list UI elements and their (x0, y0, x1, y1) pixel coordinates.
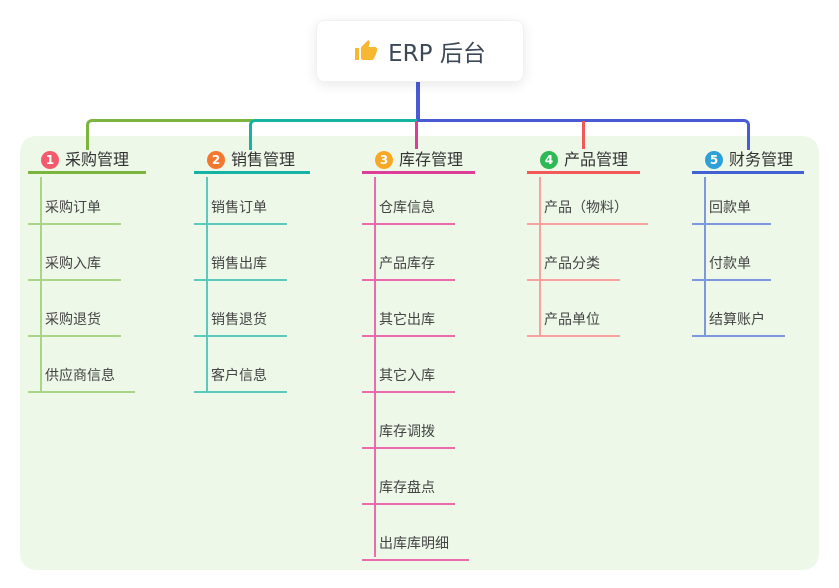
branch-node-sales[interactable]: 2 销售管理 (194, 148, 310, 174)
child-label: 供应商信息 (45, 368, 115, 384)
child-label: 其它入库 (379, 368, 435, 384)
child-label: 付款单 (709, 256, 751, 272)
child-node[interactable]: 库存盘点 (362, 477, 455, 505)
connector-elbow-sales (249, 119, 419, 150)
branch-children: 销售订单 销售出库 销售退货 客户信息 (194, 197, 310, 393)
root-node[interactable]: ERP 后台 (316, 20, 524, 82)
branch-children: 产品（物料） 产品分类 产品单位 (527, 197, 648, 337)
child-node[interactable]: 回款单 (692, 197, 771, 225)
child-label: 其它出库 (379, 312, 435, 328)
child-label: 销售退货 (211, 312, 267, 328)
child-label: 客户信息 (211, 368, 267, 384)
child-label: 仓库信息 (379, 200, 435, 216)
child-node[interactable]: 结算账户 (692, 309, 785, 337)
child-label: 产品（物料） (544, 200, 628, 216)
branch-inventory: 3 库存管理 仓库信息 产品库存 其它出库 其它入库 库存调拨 库存盘点 出库库… (362, 148, 475, 588)
child-node[interactable]: 付款单 (692, 253, 771, 281)
thumbs-up-icon (355, 40, 378, 60)
child-node[interactable]: 客户信息 (194, 365, 287, 393)
branch-badge: 4 (540, 150, 558, 169)
child-label: 结算账户 (709, 312, 765, 328)
child-node[interactable]: 仓库信息 (362, 197, 455, 225)
branches-panel-background (20, 136, 819, 570)
branch-trunk-line (539, 177, 541, 337)
connector-drop-product (582, 121, 585, 149)
child-node[interactable]: 销售订单 (194, 197, 287, 225)
branch-trunk-line (374, 177, 376, 557)
branch-badge: 2 (207, 150, 225, 169)
child-node[interactable]: 销售退货 (194, 309, 287, 337)
branch-children: 采购订单 采购入库 采购退货 供应商信息 (28, 197, 146, 393)
child-node[interactable]: 其它入库 (362, 365, 455, 393)
child-node[interactable]: 出库库明细 (362, 533, 469, 561)
child-node[interactable]: 销售出库 (194, 253, 287, 281)
branch-label: 采购管理 (65, 149, 130, 169)
branch-label: 销售管理 (231, 149, 296, 169)
child-node[interactable]: 采购退货 (28, 309, 121, 337)
branch-children: 仓库信息 产品库存 其它出库 其它入库 库存调拨 库存盘点 出库库明细 (362, 197, 475, 561)
child-node[interactable]: 采购订单 (28, 197, 121, 225)
branch-product: 4 产品管理 产品（物料） 产品分类 产品单位 (527, 148, 648, 365)
child-node[interactable]: 产品分类 (527, 253, 620, 281)
child-label: 销售出库 (211, 256, 267, 272)
connector-drop-inventory (415, 121, 418, 149)
branch-badge: 5 (705, 150, 723, 169)
child-node[interactable]: 供应商信息 (28, 365, 135, 393)
branch-badge: 1 (41, 150, 59, 169)
branch-trunk-line (704, 177, 706, 337)
branch-purchase: 1 采购管理 采购订单 采购入库 采购退货 供应商信息 (28, 148, 146, 421)
branch-node-purchase[interactable]: 1 采购管理 (28, 148, 146, 174)
branch-node-product[interactable]: 4 产品管理 (527, 148, 640, 174)
branch-sales: 2 销售管理 销售订单 销售出库 销售退货 客户信息 (194, 148, 310, 421)
child-node[interactable]: 产品库存 (362, 253, 455, 281)
branch-label: 财务管理 (729, 149, 794, 169)
branch-badge: 3 (375, 150, 393, 169)
child-node[interactable]: 其它出库 (362, 309, 455, 337)
child-label: 采购入库 (45, 256, 101, 272)
branch-children: 回款单 付款单 结算账户 (692, 197, 804, 337)
child-label: 采购订单 (45, 200, 101, 216)
branch-trunk-line (40, 177, 42, 392)
child-label: 回款单 (709, 200, 751, 216)
child-node[interactable]: 产品（物料） (527, 197, 648, 225)
connector-elbow-finance (417, 119, 750, 150)
branch-trunk-line (206, 177, 208, 392)
child-label: 库存盘点 (379, 480, 435, 496)
child-node[interactable]: 采购入库 (28, 253, 121, 281)
child-label: 产品库存 (379, 256, 435, 272)
root-label: ERP 后台 (388, 41, 486, 67)
connector-elbow-purchase (86, 119, 253, 150)
child-label: 库存调拨 (379, 424, 435, 440)
branch-finance: 5 财务管理 回款单 付款单 结算账户 (692, 148, 804, 365)
branch-node-inventory[interactable]: 3 库存管理 (362, 148, 475, 174)
child-label: 销售订单 (211, 200, 267, 216)
child-node[interactable]: 产品单位 (527, 309, 620, 337)
child-node[interactable]: 库存调拨 (362, 421, 455, 449)
branch-label: 库存管理 (399, 149, 464, 169)
branch-node-finance[interactable]: 5 财务管理 (692, 148, 804, 174)
child-label: 产品单位 (544, 312, 600, 328)
child-label: 出库库明细 (379, 536, 449, 552)
root-stem-line (416, 81, 420, 121)
child-label: 采购退货 (45, 312, 101, 328)
child-label: 产品分类 (544, 256, 600, 272)
branch-label: 产品管理 (564, 149, 629, 169)
